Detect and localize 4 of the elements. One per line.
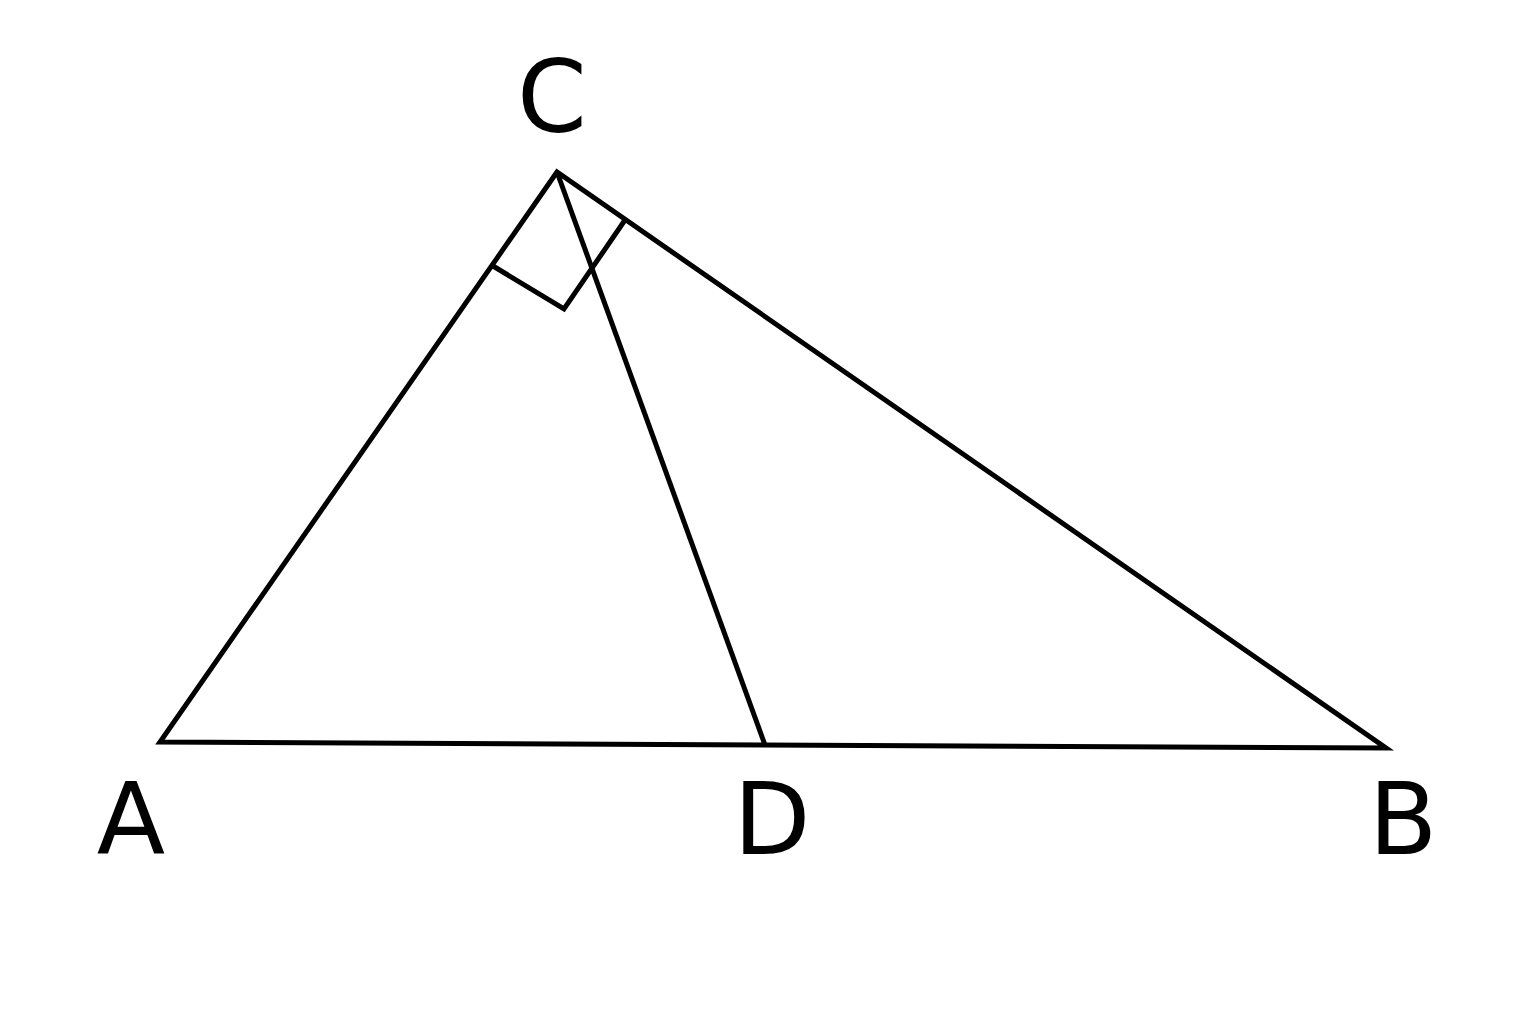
point-label: B [1368,770,1438,870]
point-label: A [96,770,166,870]
point-label: D [733,770,811,870]
point-label: C [517,48,587,148]
